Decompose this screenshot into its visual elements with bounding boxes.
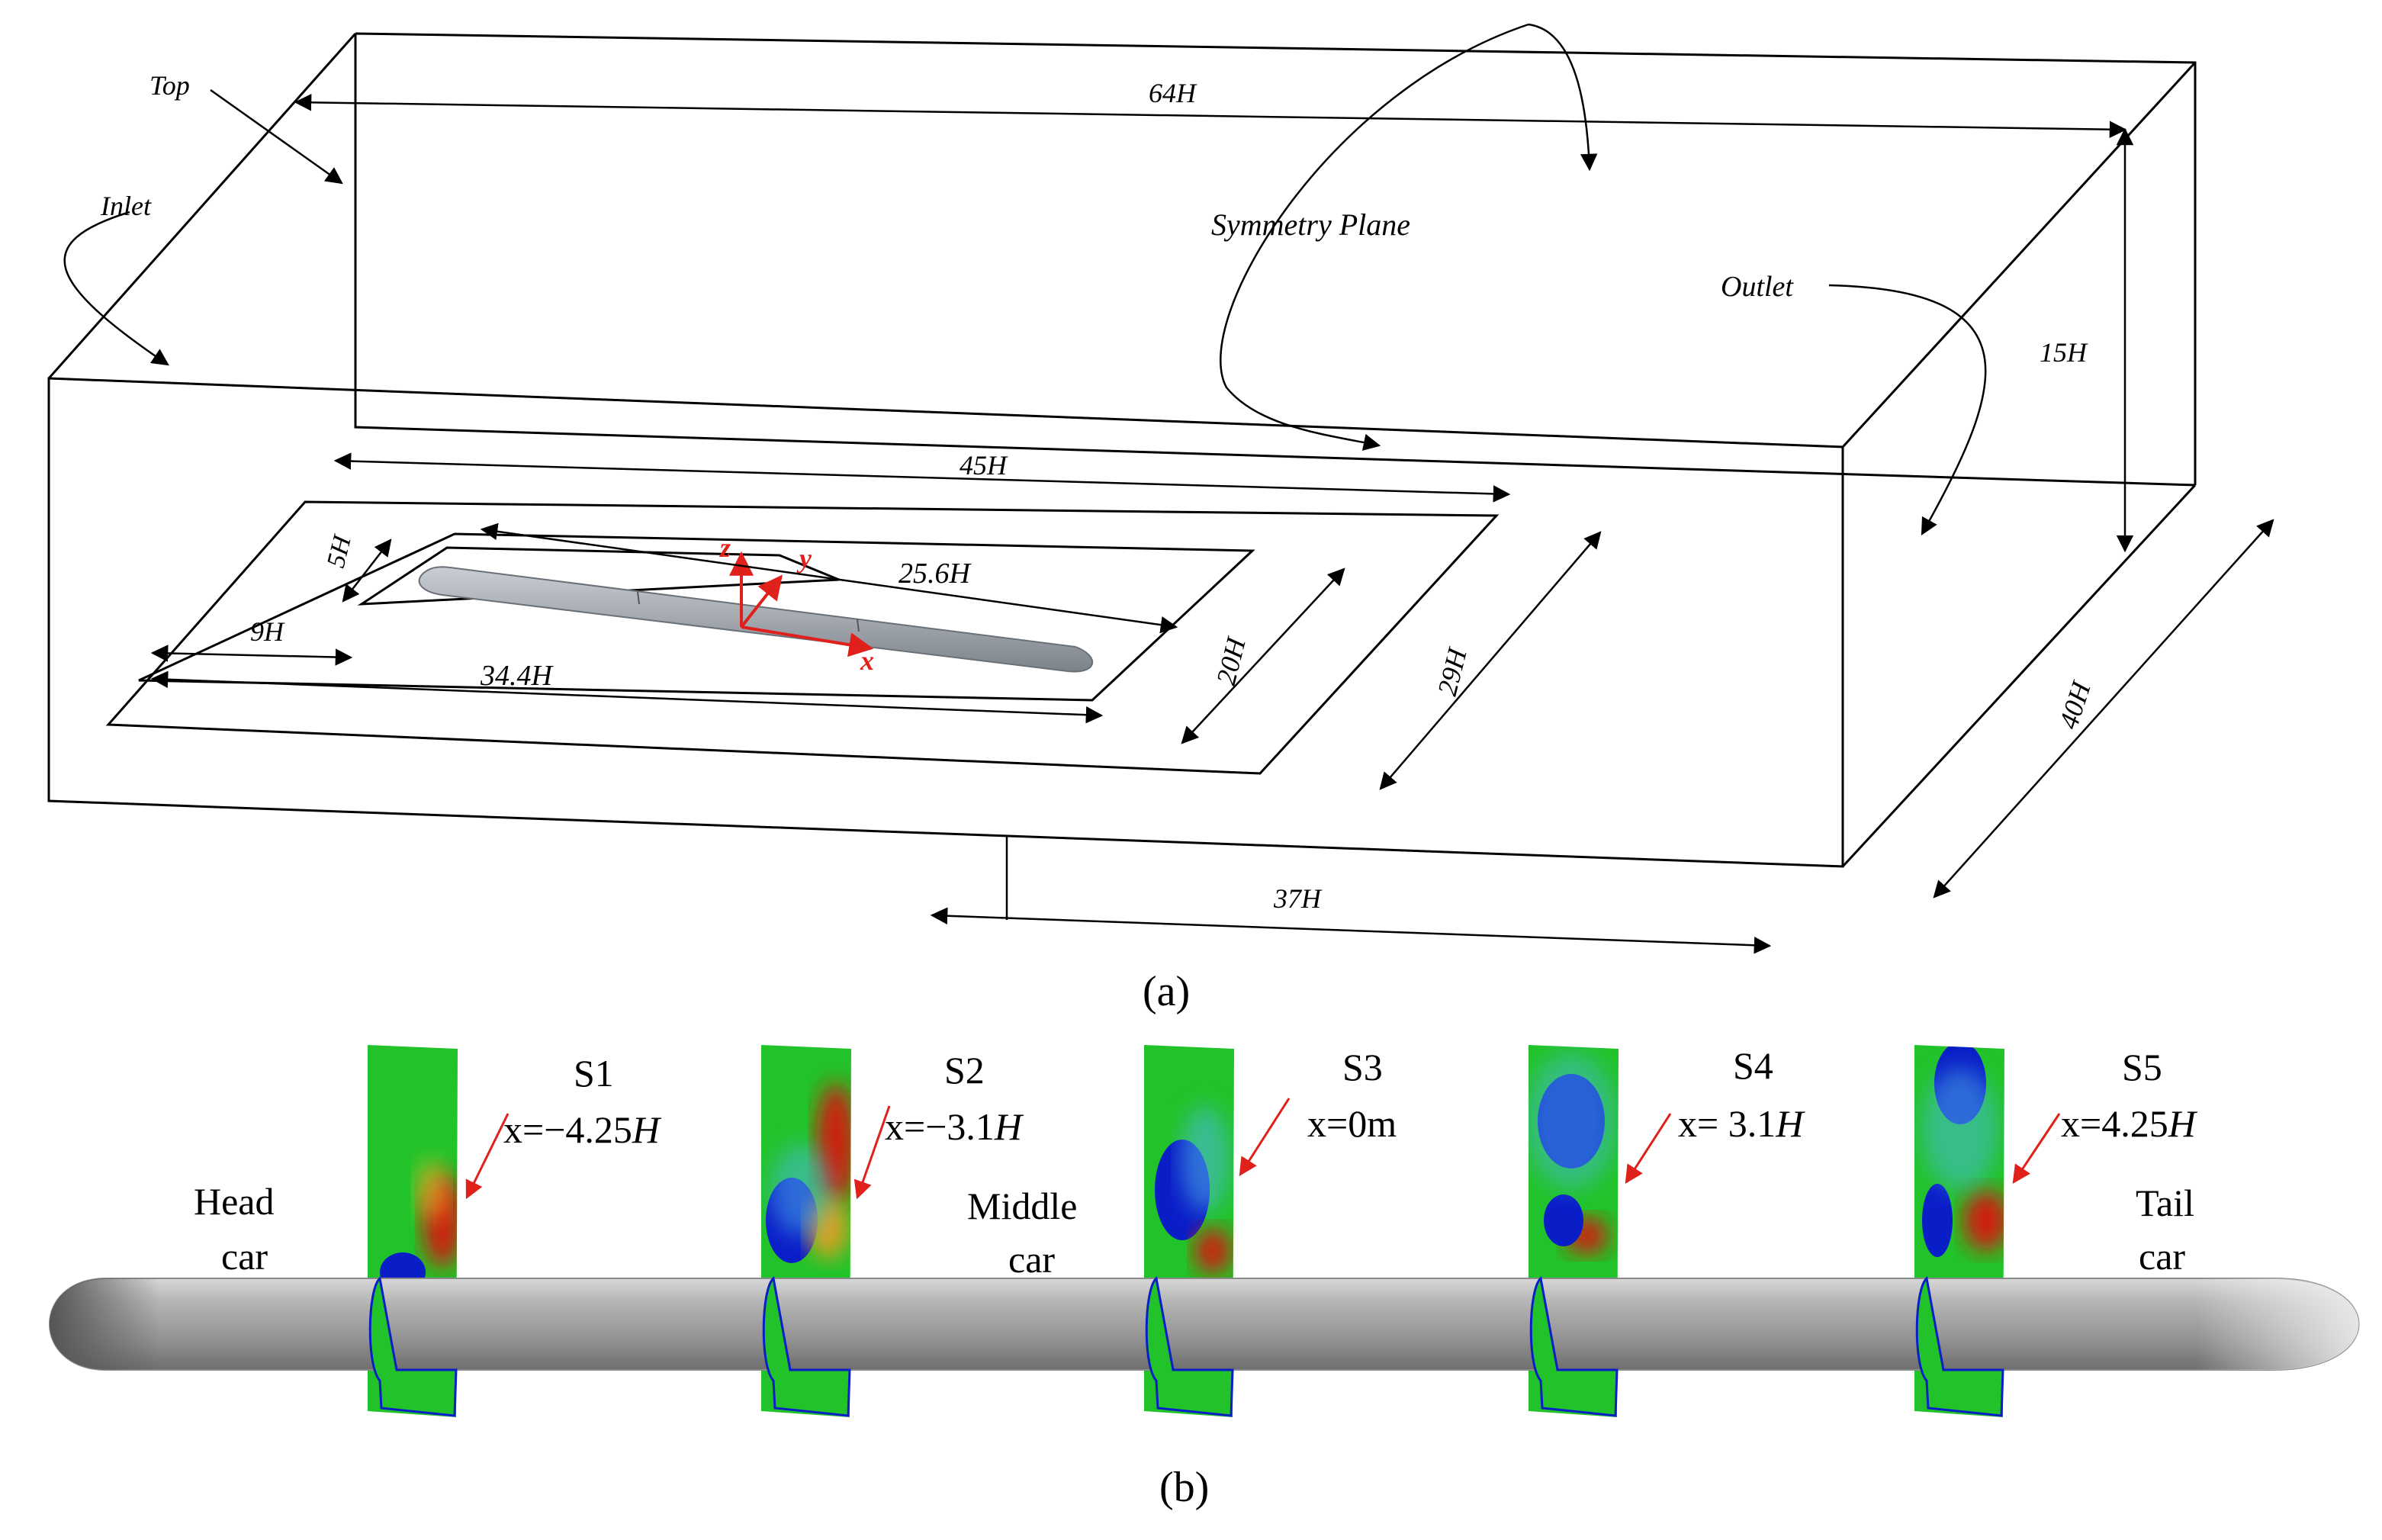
dim-37H: 37H	[1273, 883, 1323, 914]
x-axis-label: x	[860, 645, 874, 676]
train-model-b	[49, 1278, 2360, 1371]
top-label: Top	[149, 70, 190, 101]
y-axis-label: y	[796, 543, 812, 574]
domain-front-edges	[47, 61, 2197, 868]
middle-car-label-line1: Middle	[967, 1185, 1077, 1227]
caption-b: (b)	[1159, 1464, 1209, 1511]
computational-domain	[47, 32, 2197, 868]
domain-back-edges	[47, 32, 2197, 487]
caption-a: (a)	[1143, 968, 1190, 1015]
tail-car-label-line1: Tail	[2136, 1182, 2194, 1224]
outlet-label: Outlet	[1721, 271, 1794, 303]
dim-20H: 20H	[1210, 633, 1252, 688]
section-labels: S1 x=−4.25H S2 x=−3.1H S3 x=0m S4 x= 3.1…	[503, 1044, 2198, 1151]
s5-position: x=4.25H	[2061, 1102, 2198, 1145]
car-labels: Head car Middle car Tail car	[194, 1180, 2194, 1281]
head-car-label-line2: car	[221, 1235, 268, 1278]
panel-a-labels: Top Inlet Symmetry Plane Outlet 64H 15H …	[100, 70, 2097, 1015]
dim-34.4H: 34.4H	[480, 660, 555, 692]
section-pointers	[465, 1098, 2061, 1200]
symmetry-plane-label: Symmetry Plane	[1211, 207, 1410, 242]
dim-45H: 45H	[960, 450, 1008, 481]
boundary-pointers	[63, 23, 1987, 535]
section-label-s4: S4 x= 3.1H	[1678, 1044, 1805, 1145]
dim-9H: 9H	[250, 616, 285, 647]
s3-name: S3	[1342, 1046, 1383, 1088]
s5-name: S5	[2122, 1046, 2162, 1088]
s1-position: x=−4.25H	[503, 1108, 662, 1151]
s4-position: x= 3.1H	[1678, 1102, 1805, 1145]
dim-25.6H: 25.6H	[898, 558, 972, 590]
s4-name: S4	[1733, 1044, 1773, 1087]
s3-position: x=0m	[1307, 1102, 1397, 1145]
inlet-label: Inlet	[100, 191, 152, 221]
s2-name: S2	[944, 1049, 985, 1092]
section-label-s3: S3 x=0m	[1307, 1046, 1397, 1145]
s1-name: S1	[574, 1052, 614, 1095]
section-label-s5: S5 x=4.25H	[2061, 1046, 2198, 1145]
section-label-s1: S1 x=−4.25H	[503, 1052, 662, 1151]
middle-car-label-line2: car	[1008, 1238, 1055, 1281]
z-axis-label: z	[718, 532, 731, 563]
section-label-s2: S2 x=−3.1H	[885, 1049, 1024, 1148]
tail-car-label-line2: car	[2139, 1235, 2185, 1278]
dimension-lines	[150, 94, 2274, 954]
dim-64H: 64H	[1149, 78, 1197, 108]
train-model-a	[418, 566, 1093, 673]
s2-position: x=−3.1H	[885, 1105, 1024, 1148]
dim-5H: 5H	[322, 531, 358, 571]
head-car-label-line1: Head	[194, 1180, 275, 1223]
coordinate-axes: z y x	[718, 532, 874, 676]
dim-29H: 29H	[1432, 644, 1473, 699]
dim-15H: 15H	[2040, 337, 2088, 368]
section-slice-edges	[368, 1276, 2004, 1417]
